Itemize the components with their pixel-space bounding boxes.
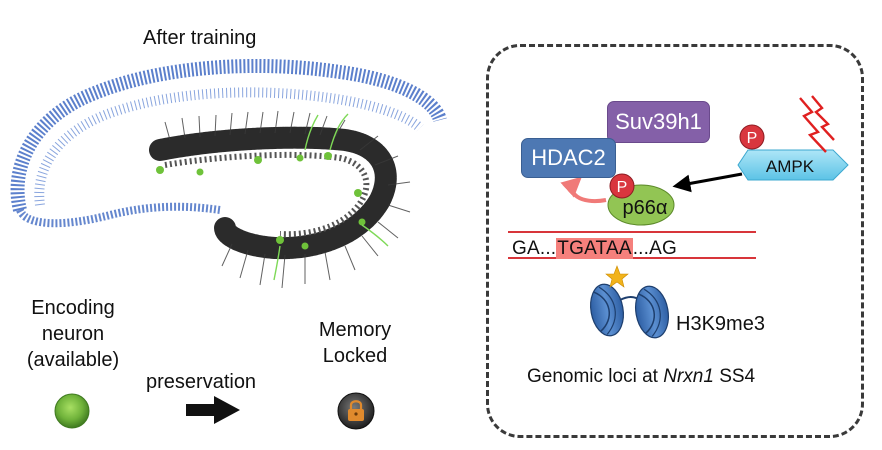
dna-sequence: GA...TGATAA...AG xyxy=(512,238,677,260)
memory-locked-ball xyxy=(337,392,375,430)
memory-locked-label: Memory Locked xyxy=(300,317,410,369)
sequence-prefix: GA... xyxy=(512,238,557,259)
after-training-title: After training xyxy=(143,27,257,49)
caption-gene: Nrxn1 xyxy=(663,366,714,387)
activation-arrow xyxy=(672,172,743,193)
sequence-suffix: ...AG xyxy=(632,238,677,259)
encoding-neuron-dendrites xyxy=(273,113,389,281)
histone-mark-label: H3K9me3 xyxy=(676,313,765,335)
ampk-phospho-circle xyxy=(739,124,765,150)
preservation-label: preservation xyxy=(146,371,257,393)
ca-layer-outer xyxy=(10,58,447,212)
nucleosome-pair xyxy=(590,283,669,339)
dentate-gyrus-layer-inner xyxy=(164,151,370,238)
ampk-phospho-label: P xyxy=(747,130,758,147)
methyl-star-icon xyxy=(605,265,629,288)
memory-label-line-1: Memory xyxy=(318,319,392,341)
lightning-icon xyxy=(799,95,835,153)
encoding-neuron-dots xyxy=(156,152,366,250)
ca-layer-lower xyxy=(16,202,221,228)
memory-label-line-2: Locked xyxy=(322,345,388,367)
encoding-neuron-label: Encoding neuron (available) xyxy=(14,295,132,373)
lock-icon xyxy=(348,400,364,421)
caption-prefix: Genomic loci at xyxy=(527,366,664,387)
p66a-phospho-circle xyxy=(609,173,635,199)
dentate-gyrus-layer xyxy=(149,126,397,260)
ampk-label: AMPK xyxy=(766,157,815,176)
hdac2-box: HDAC2 xyxy=(521,138,616,178)
p66a-phospho-label: P xyxy=(617,179,628,196)
genomic-loci-panel xyxy=(486,44,864,438)
suv39h1-box: Suv39h1 xyxy=(607,101,710,143)
genomic-loci-caption: Genomic loci at Nrxn1 SS4 xyxy=(527,366,755,388)
recruitment-curve-arrow xyxy=(560,176,607,204)
sequence-motif-highlight: TGATAA xyxy=(556,238,633,259)
hippocampus-illustration xyxy=(10,58,447,289)
p66a-label: p66α xyxy=(623,197,668,219)
ampk-shape xyxy=(737,149,849,181)
encoding-neuron-ball xyxy=(54,393,90,429)
encoding-label-line-2: neuron xyxy=(41,323,105,345)
preservation-arrow xyxy=(186,396,240,424)
encoding-label-line-3: (available) xyxy=(26,349,120,371)
ca-layer-inner xyxy=(34,87,424,206)
encoding-label-line-1: Encoding xyxy=(31,297,115,319)
caption-suffix: SS4 xyxy=(713,366,756,387)
dendrite-fringe xyxy=(164,110,411,289)
